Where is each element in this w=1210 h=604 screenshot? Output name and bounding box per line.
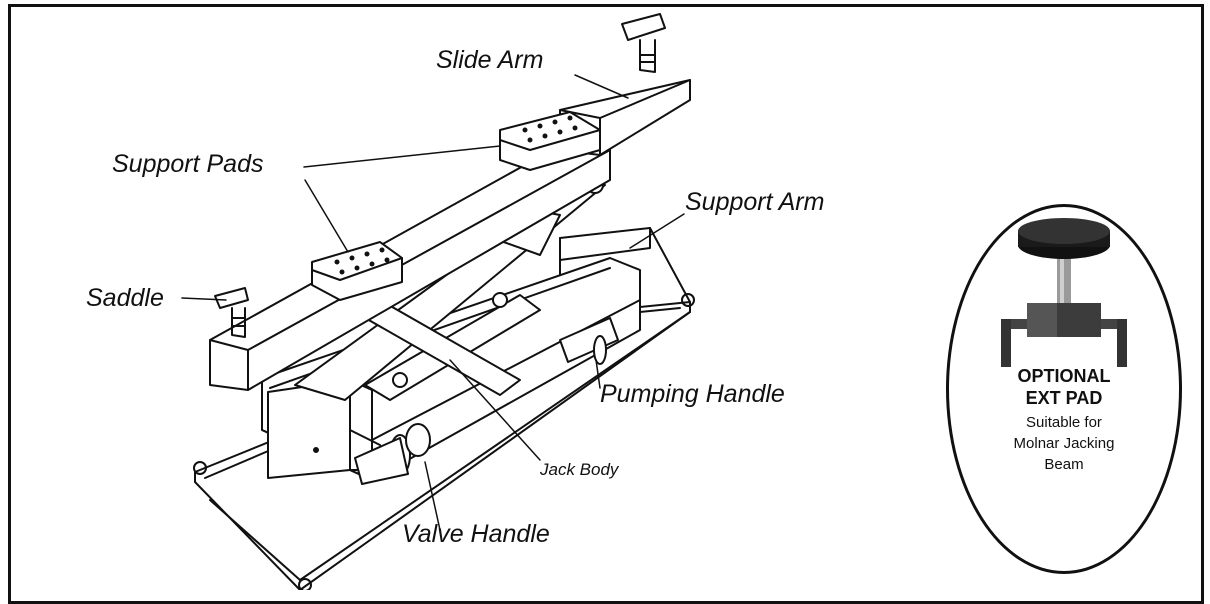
- saddle-left: [214, 287, 249, 338]
- leader-lines: [181, 74, 685, 531]
- label-slide-arm: Slide Arm: [436, 46, 544, 74]
- pumping-handle-socket: [559, 317, 619, 365]
- optional-pad-desc-line2: Molnar Jacking: [1013, 435, 1115, 452]
- optional-pad-desc-line1: Suitable for: [1026, 414, 1102, 431]
- optional-pad-title: OPTIONAL EXT PAD: [949, 365, 1179, 409]
- label-support-arm: Support Arm: [685, 188, 825, 216]
- label-jack-body: Jack Body: [540, 460, 619, 479]
- optional-pad-desc-line3: Beam: [1044, 456, 1084, 473]
- label-support-pads: Support Pads: [112, 150, 264, 178]
- pump-block: [267, 379, 431, 485]
- support-pad-grid: [334, 115, 578, 275]
- extension-pad-icon: [1001, 218, 1127, 367]
- saddle-right: [621, 13, 666, 73]
- label-valve-handle: Valve Handle: [402, 520, 550, 548]
- optional-pad-description: Suitable for Molnar Jacking Beam: [949, 412, 1179, 475]
- optional-pad-title-line2: EXT PAD: [1025, 388, 1103, 408]
- optional-pad-panel: OPTIONAL EXT PAD Suitable for Molnar Jac…: [946, 204, 1182, 574]
- label-saddle: Saddle: [86, 284, 164, 312]
- support-pad-bottom: [311, 241, 403, 301]
- label-pumping-handle: Pumping Handle: [600, 380, 785, 408]
- jack-diagram: [181, 13, 695, 590]
- optional-pad-title-line1: OPTIONAL: [1017, 366, 1111, 386]
